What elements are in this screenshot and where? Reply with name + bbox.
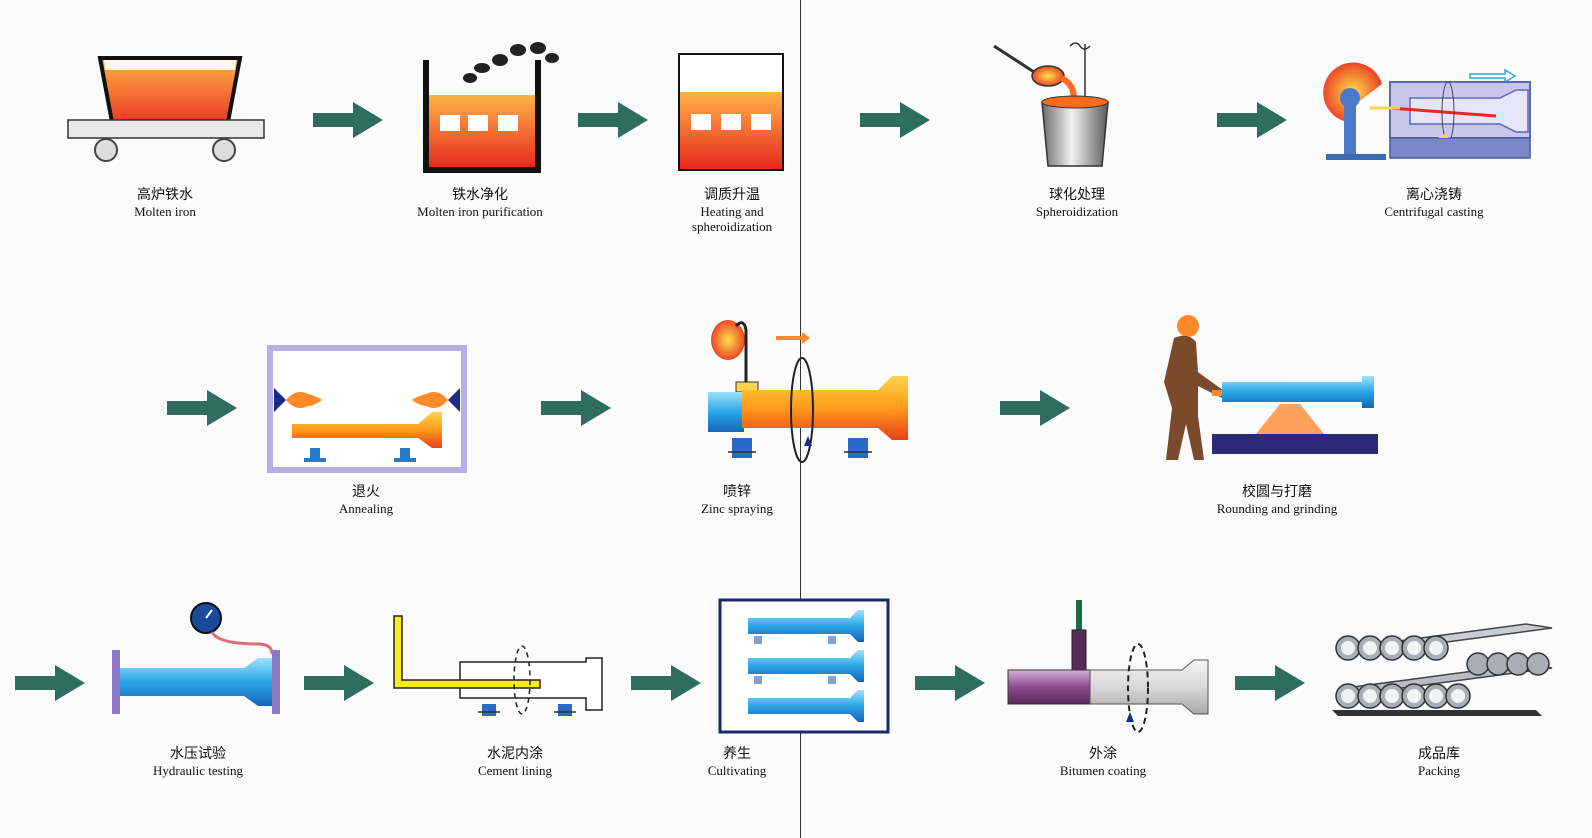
cultivating-chamber-icon xyxy=(718,598,890,734)
molten-iron-ladle-car-icon xyxy=(67,56,265,162)
caption-en: Zinc spraying xyxy=(701,501,773,516)
arrow-icon xyxy=(167,388,239,428)
spheroidization-bucket-icon xyxy=(993,42,1109,167)
caption-en: Cultivating xyxy=(707,763,767,778)
caption-zh: 水泥内涂 xyxy=(487,746,543,762)
caption-en: Centrifugal casting xyxy=(1384,204,1484,219)
caption-spheroidization: 球化处理 Spheroidization xyxy=(967,186,1187,219)
caption-zh: 校圆与打磨 xyxy=(1242,484,1312,500)
caption-en: Spheroidization xyxy=(1035,204,1119,219)
packing-pipe-stack-icon xyxy=(1332,623,1553,716)
caption-heating: 调质升温 Heating and spheroidization xyxy=(622,186,842,234)
heating-furnace-icon xyxy=(678,53,784,171)
caption-centrifugal: 离心浇铸 Centrifugal casting xyxy=(1324,186,1544,219)
annealing-furnace-icon xyxy=(267,345,467,473)
cement-lining-pipe-icon xyxy=(393,615,603,716)
caption-en: Bitumen coating xyxy=(1059,763,1147,778)
arrow-icon xyxy=(860,100,932,140)
arrow-icon xyxy=(541,388,613,428)
arrow-icon xyxy=(578,100,650,140)
centrifugal-casting-machine-icon xyxy=(1323,62,1531,160)
caption-hydraulic: 水压试验 Hydraulic testing xyxy=(88,745,308,778)
caption-en: Cement lining xyxy=(477,763,553,778)
caption-zh: 退火 xyxy=(352,484,380,500)
bitumen-coating-pipe-icon xyxy=(1007,600,1209,733)
caption-cultivating: 养生 Cultivating xyxy=(627,745,847,778)
caption-zh: 水压试验 xyxy=(170,746,226,762)
caption-en: Heating and xyxy=(700,204,764,219)
caption-en: Annealing xyxy=(338,501,394,516)
caption-purification: 铁水净化 Molten iron purification xyxy=(370,186,590,219)
caption-annealing: 退火 Annealing xyxy=(256,483,476,516)
caption-rounding: 校圆与打磨 Rounding and grinding xyxy=(1167,483,1387,516)
caption-en: Rounding and grinding xyxy=(1216,501,1338,516)
caption-molten-iron: 高炉铁水 Molten iron xyxy=(55,186,275,219)
arrow-icon xyxy=(1217,100,1289,140)
purification-furnace-icon xyxy=(423,42,559,173)
rounding-grinding-worker-icon xyxy=(1164,315,1378,460)
arrow-icon xyxy=(915,663,987,703)
caption-en: Hydraulic testing xyxy=(153,763,243,778)
caption-zh: 喷锌 xyxy=(723,484,751,500)
caption-zinc: 喷锌 Zinc spraying xyxy=(627,483,847,516)
caption-bitumen: 外涂 Bitumen coating xyxy=(993,745,1213,778)
caption-en: Molten iron purification xyxy=(417,204,543,219)
arrow-icon xyxy=(631,663,703,703)
caption-en: Molten iron xyxy=(134,204,196,219)
caption-zh: 调质升温 xyxy=(704,187,760,203)
hydraulic-testing-pipe-icon xyxy=(112,602,280,714)
caption-zh: 养生 xyxy=(723,746,751,762)
caption-cement: 水泥内涂 Cement lining xyxy=(405,745,625,778)
zinc-spraying-pipe-icon xyxy=(708,320,908,463)
caption-en: Packing xyxy=(1418,763,1460,778)
caption-zh: 离心浇铸 xyxy=(1406,187,1462,203)
caption-zh: 外涂 xyxy=(1089,746,1117,762)
caption-zh: 铁水净化 xyxy=(452,187,508,203)
caption-packing: 成品库 Packing xyxy=(1329,745,1549,778)
caption-zh: 成品库 xyxy=(1418,746,1460,762)
arrow-icon xyxy=(313,100,385,140)
arrow-icon xyxy=(1000,388,1072,428)
arrow-icon xyxy=(304,663,376,703)
caption-zh: 高炉铁水 xyxy=(137,187,193,203)
caption-en-line2: spheroidization xyxy=(691,219,773,234)
caption-zh: 球化处理 xyxy=(1049,187,1105,203)
arrow-icon xyxy=(1235,663,1307,703)
arrow-icon xyxy=(15,663,87,703)
